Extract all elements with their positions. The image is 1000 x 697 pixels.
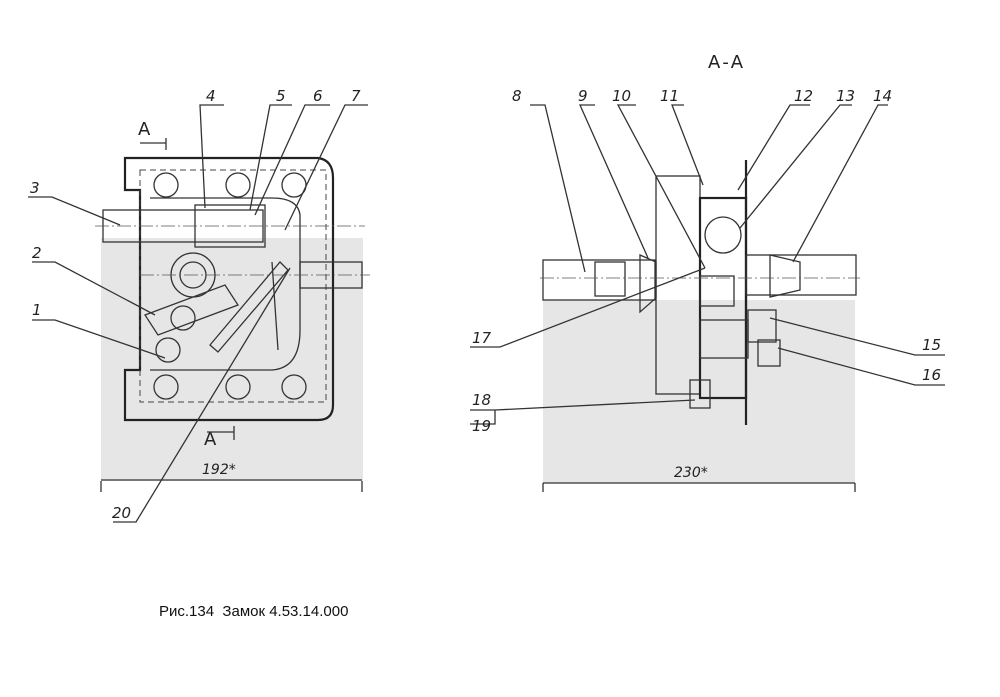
callout-9: 9 xyxy=(578,87,588,105)
lock-body-frame xyxy=(123,156,335,422)
section-letter-top: А xyxy=(138,119,152,140)
dimension-right: 230* xyxy=(542,465,856,492)
screw-bottom-right xyxy=(281,374,307,400)
callout-12: 12 xyxy=(794,87,813,105)
cam-section xyxy=(704,216,742,254)
callout-6: 6 xyxy=(313,87,323,105)
inner-handle-shaft xyxy=(745,254,857,296)
callout-17: 17 xyxy=(472,329,492,347)
pivot-pin xyxy=(155,337,181,363)
front-view xyxy=(95,156,370,481)
inner-nut xyxy=(769,254,801,298)
dimension-left-label: 192* xyxy=(202,462,236,478)
screw-top-mid xyxy=(225,172,251,198)
callout-3: 3 xyxy=(30,179,40,197)
hidden-outline xyxy=(139,169,327,403)
handle-nut xyxy=(594,261,626,297)
figure-caption: Рис.134 Замок 4.53.14.000 xyxy=(159,603,349,620)
screw-top-left xyxy=(153,172,179,198)
callout-10: 10 xyxy=(612,87,631,105)
leader-lines xyxy=(28,104,945,523)
dimension-left: 192* xyxy=(100,462,363,492)
knob-16 xyxy=(757,339,781,367)
callout-13: 13 xyxy=(836,87,855,105)
section-mark-bottom: А xyxy=(204,426,235,450)
callout-15: 15 xyxy=(922,336,941,354)
outer-handle-shaft xyxy=(542,259,656,301)
screw-bottom-mid xyxy=(225,374,251,400)
callout-labels: 1 2 3 4 5 6 7 8 9 10 11 12 13 14 15 16 1… xyxy=(30,87,941,522)
callout-14: 14 xyxy=(873,87,892,105)
section-title: А-А xyxy=(708,52,745,73)
callout-8: 8 xyxy=(512,87,522,105)
mounting-plate-left xyxy=(101,238,363,481)
callout-1: 1 xyxy=(32,301,42,319)
callout-16: 16 xyxy=(922,366,941,384)
section-letter-bottom: А xyxy=(204,429,218,450)
callout-5: 5 xyxy=(276,87,286,105)
spring-rod xyxy=(271,261,279,351)
callout-18: 18 xyxy=(472,391,491,409)
lever-pin xyxy=(170,305,196,331)
callout-11: 11 xyxy=(660,87,679,105)
callout-7: 7 xyxy=(351,87,361,105)
section-mark-top: А xyxy=(138,119,167,150)
section-arrow-bottom xyxy=(207,426,235,440)
knob-15 xyxy=(747,309,777,343)
bottom-screw xyxy=(689,379,711,409)
dimension-right-label: 230* xyxy=(674,465,708,481)
callout-2: 2 xyxy=(32,244,42,262)
latch-lever xyxy=(144,284,239,336)
section-view xyxy=(540,160,860,483)
callout-19: 19 xyxy=(472,417,491,435)
link-arm xyxy=(209,261,289,353)
follower-block xyxy=(699,275,735,307)
section-arrow-top xyxy=(140,138,167,150)
callout-4: 4 xyxy=(206,87,216,105)
callout-20: 20 xyxy=(112,504,131,522)
screw-bottom-left xyxy=(153,374,179,400)
